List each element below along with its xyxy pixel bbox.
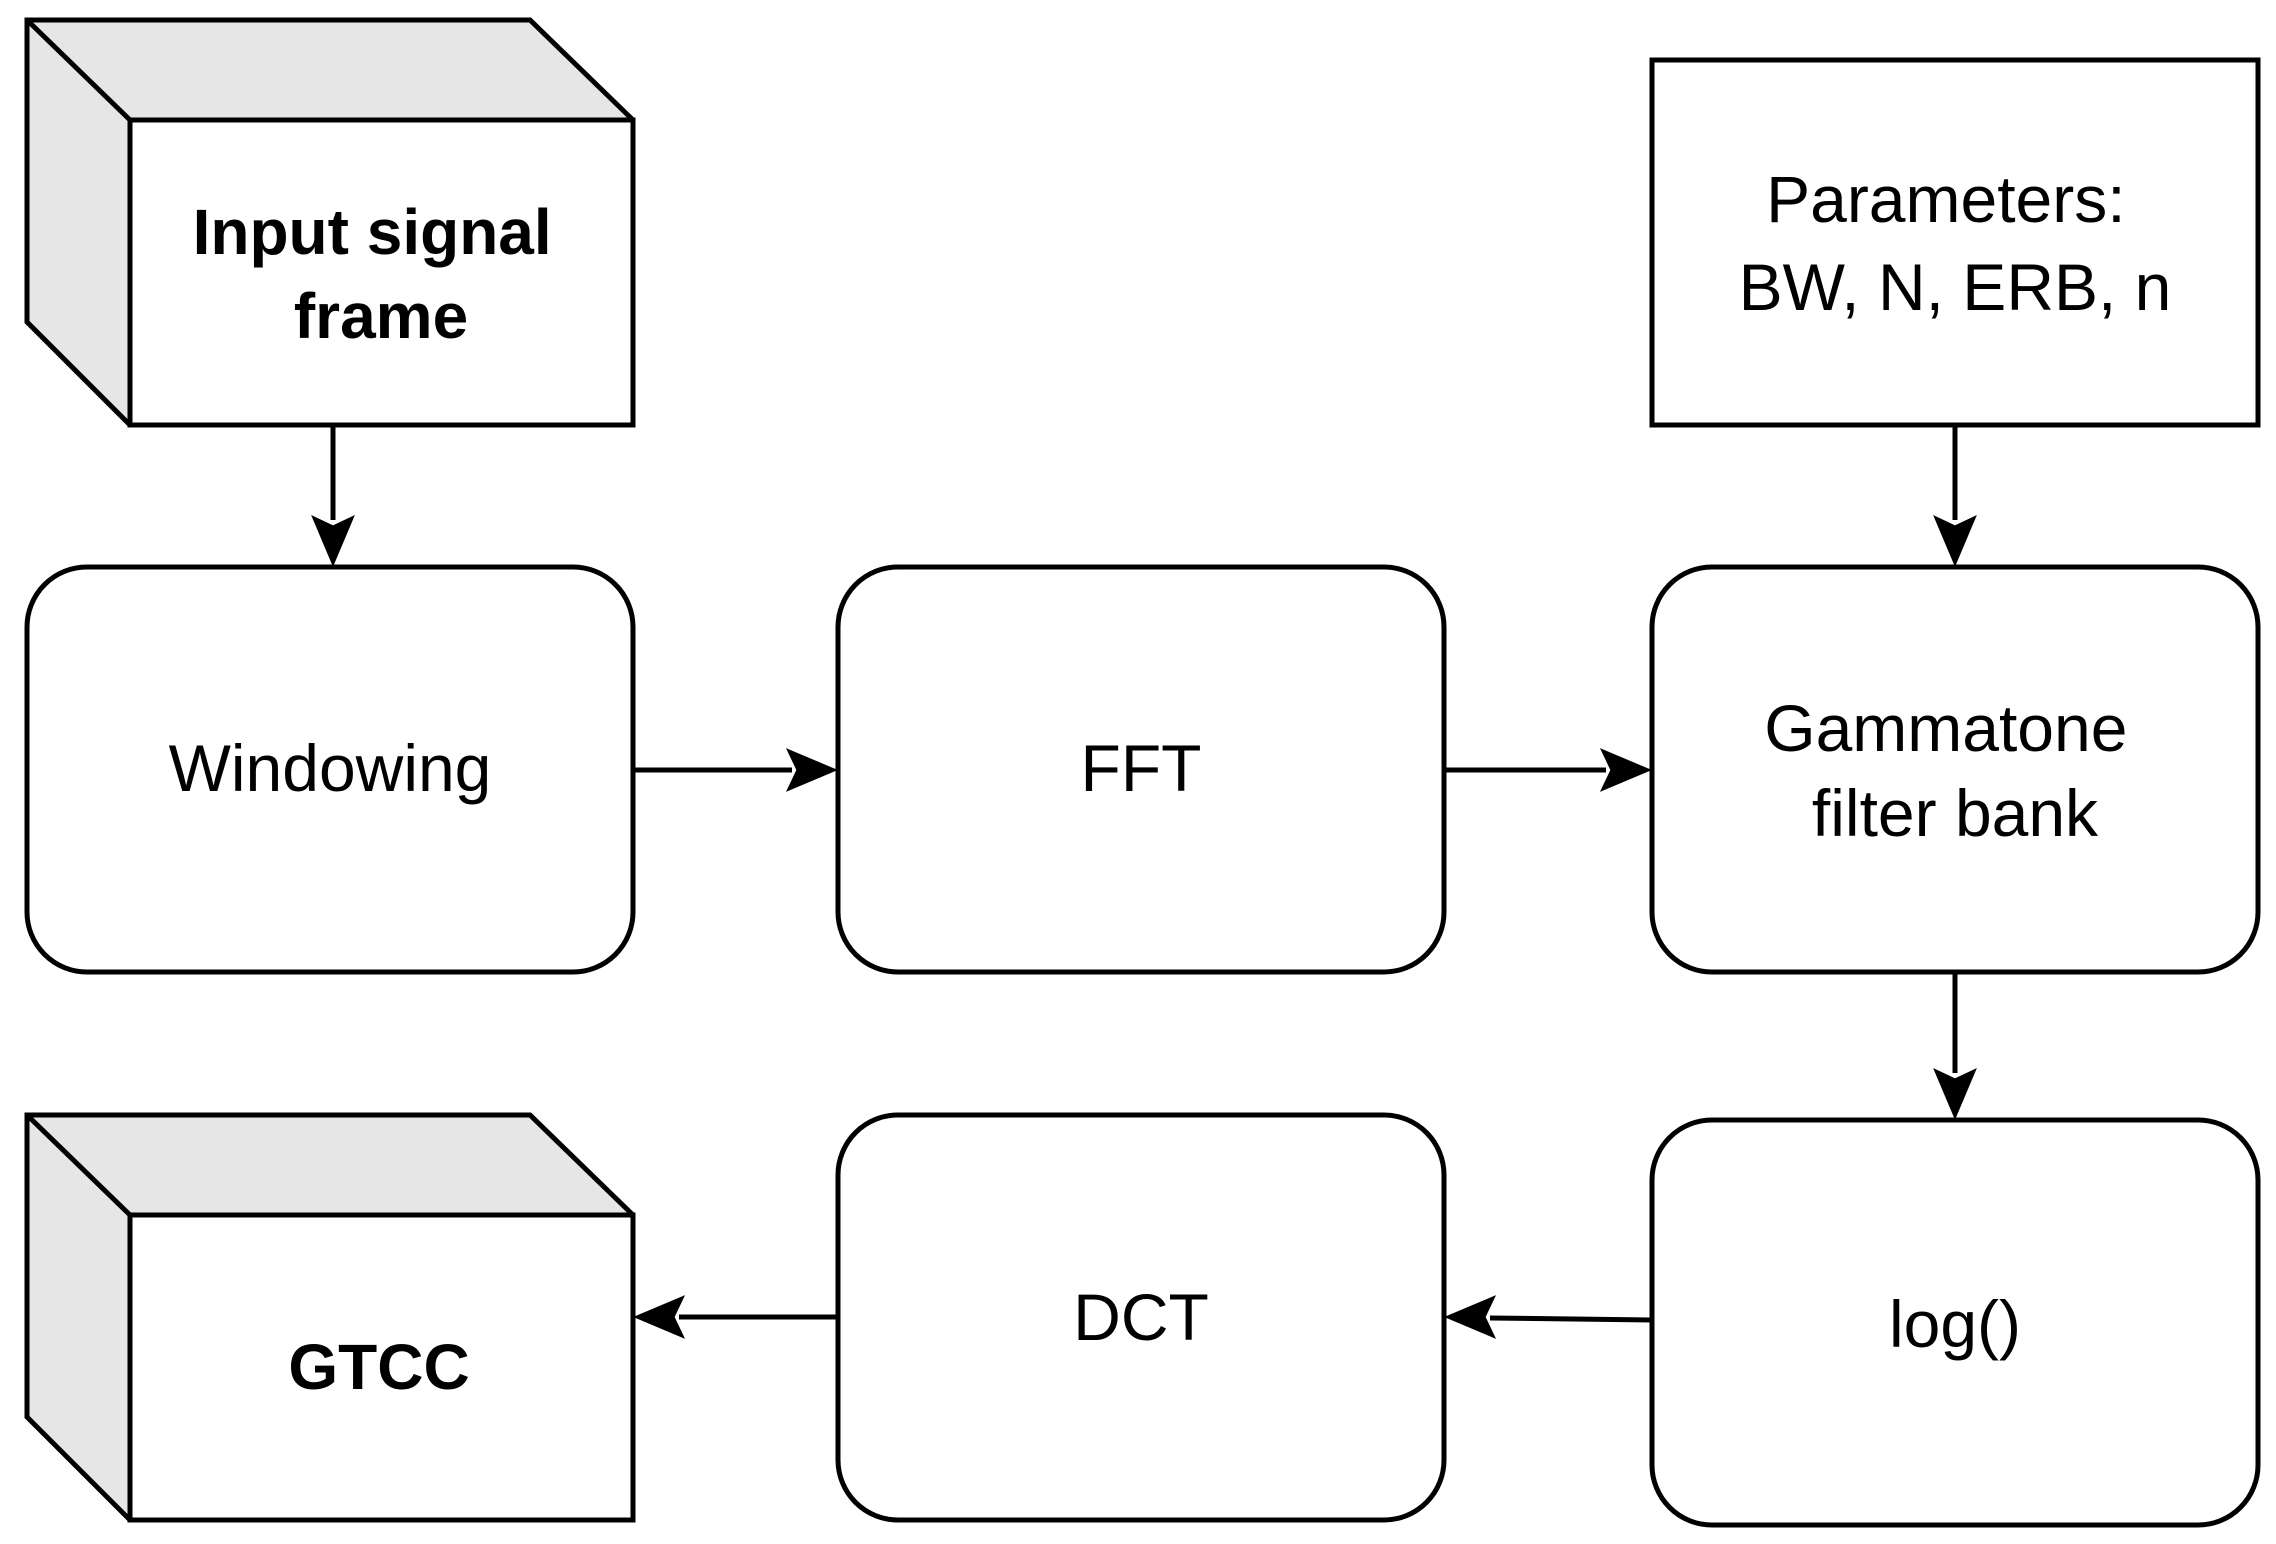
log-box xyxy=(1649,1117,2261,1528)
input-cube-edge xyxy=(25,18,132,122)
svg-text:Parameters: BW, N, ERB,: Parameters: BW, N, ERB, n xyxy=(1739,162,2172,324)
fft-node: FFT xyxy=(835,564,1447,975)
input-label-line-1: Input signal xyxy=(193,196,552,268)
arrow-fft-to-gammatone xyxy=(1444,748,1652,792)
fft-label: FFT xyxy=(1081,731,1202,805)
gammatone-label-line-1: Gammatone xyxy=(1764,691,2127,765)
arrow-input-to-windowing xyxy=(311,425,355,567)
windowing-node: Windowing xyxy=(24,564,636,975)
gtcc-output-node: GTCC xyxy=(24,1112,636,1523)
arrow-dct-to-gtcc xyxy=(633,1295,838,1339)
svg-text:Input signal frame: Input signal frame xyxy=(193,196,570,352)
arrow-windowing-to-fft xyxy=(633,748,838,792)
gtcc-cube-front xyxy=(127,1212,636,1523)
dct-label: DCT xyxy=(1073,1280,1209,1354)
input-cube-front xyxy=(127,117,636,428)
gtcc-cube-edge xyxy=(25,1113,132,1217)
parameters-box xyxy=(1649,57,2261,428)
svg-text:Gammatone filter bank: Gammatone filter bank xyxy=(1764,691,2146,850)
log-node: log() xyxy=(1649,1117,2261,1528)
gtcc-label: GTCC xyxy=(288,1331,469,1403)
dct-node: DCT xyxy=(835,1112,1447,1523)
windowing-label: Windowing xyxy=(169,731,492,805)
input-label-line-2: frame xyxy=(294,280,468,352)
gammatone-box xyxy=(1649,564,2261,975)
parameters-label-line-1: Parameters: xyxy=(1766,162,2125,236)
gammatone-label-line-2: filter bank xyxy=(1812,776,2099,850)
log-label: log() xyxy=(1889,1287,2021,1361)
gammatone-filter-bank-node: Gammatone filter bank xyxy=(1649,564,2261,975)
parameters-node: Parameters: BW, N, ERB, n xyxy=(1649,57,2261,428)
parameters-label-line-2: BW, N, ERB, n xyxy=(1739,250,2172,324)
arrow-gammatone-to-log xyxy=(1933,972,1977,1120)
arrow-parameters-to-gammatone xyxy=(1933,425,1977,567)
input-signal-frame-node: Input signal frame xyxy=(24,17,636,428)
arrow-log-to-dct xyxy=(1444,1295,1653,1339)
